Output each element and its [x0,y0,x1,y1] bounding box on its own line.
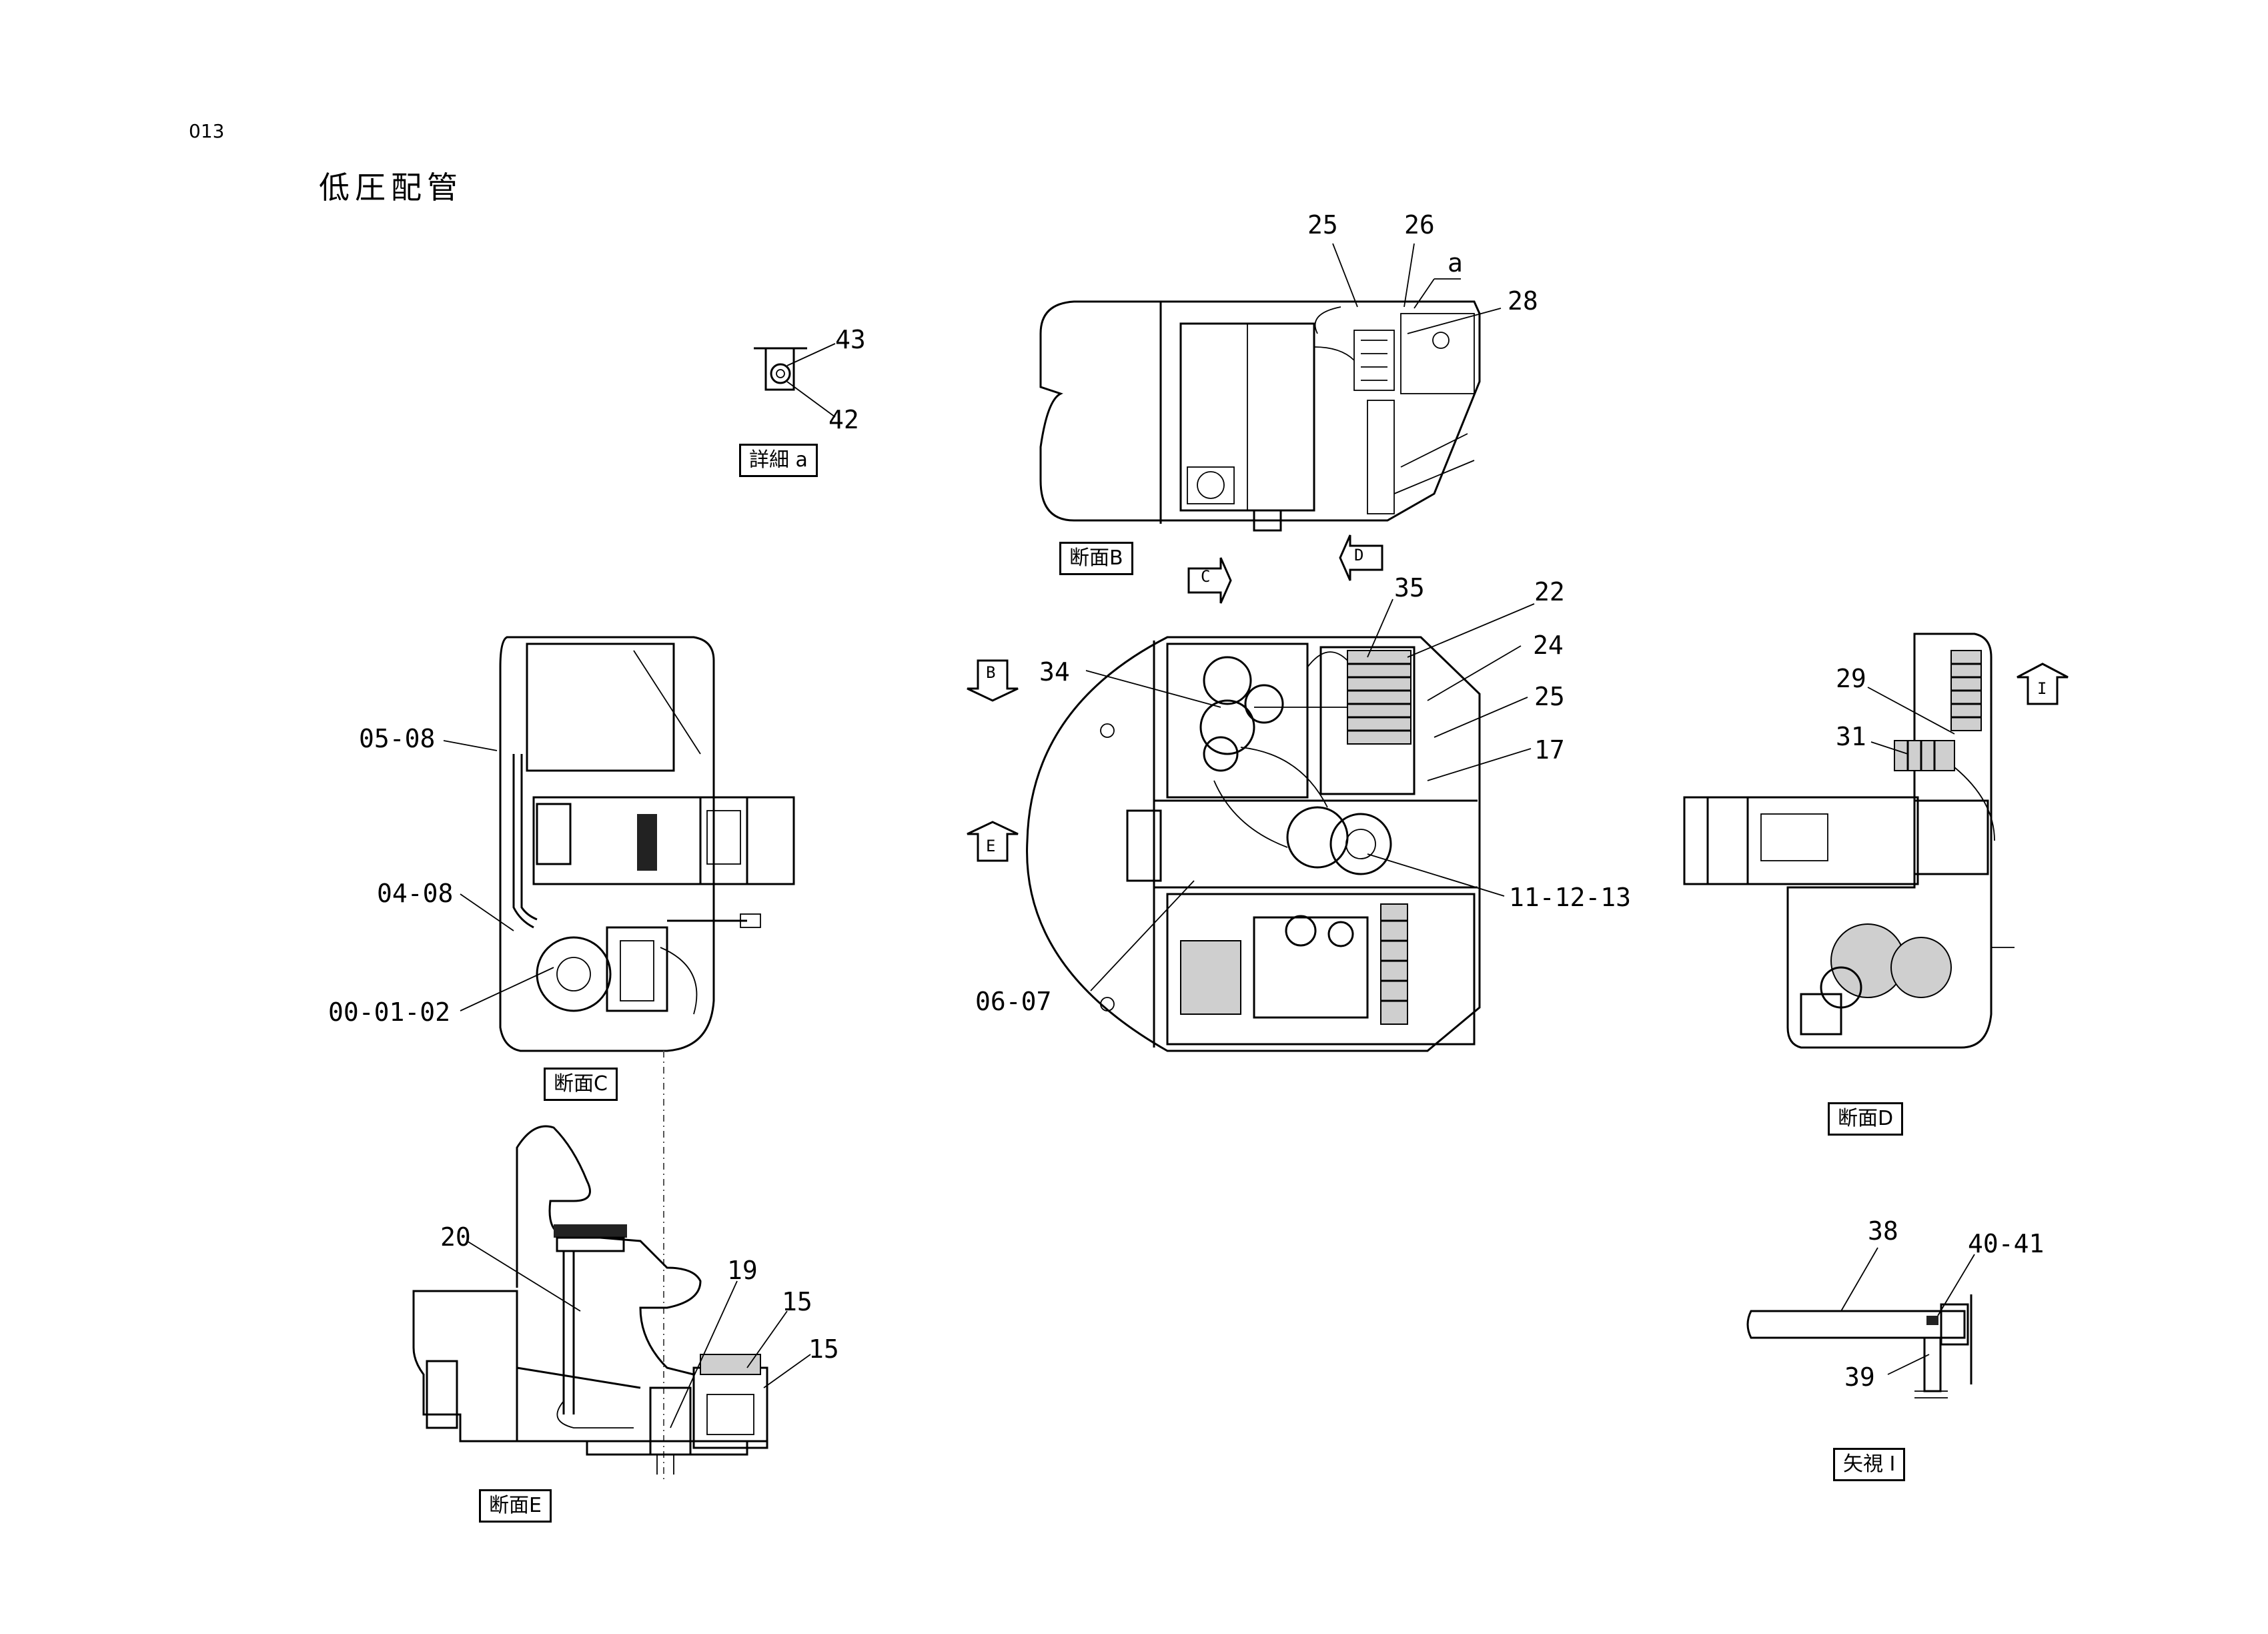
callout-06-07: 06-07 [975,987,1052,1016]
label-section-d: 断面D [1828,1102,1904,1136]
view-i-drawing [1746,1247,1975,1398]
section-d-drawing [1683,633,2015,1049]
view-arrow-c [1187,557,1232,604]
view-arrow-i-letter: I [2037,679,2047,698]
view-arrow-e-letter: E [986,837,996,855]
view-arrow-i [2017,663,2069,705]
detail-a-drawing [754,343,836,418]
section-b-drawing [1039,243,1502,532]
view-arrow-e [967,821,1019,862]
callout-11-12-13: 11-12-13 [1509,883,1632,912]
callout-25: 25 [1534,682,1565,711]
callout-a: a [1448,248,1463,278]
callout-04-08: 04-08 [377,879,454,908]
callout-31: 31 [1836,722,1866,751]
callout-39: 39 [1844,1362,1875,1392]
label-section-b: 断面B [1059,542,1133,575]
callout-42: 42 [828,405,859,434]
callout-20: 20 [440,1222,471,1252]
label-view-i: 矢視 I [1833,1448,1906,1481]
view-arrow-b [967,659,1019,702]
callout-38: 38 [1868,1216,1898,1246]
callout-29: 29 [1836,664,1866,693]
callout-24: 24 [1533,631,1564,660]
callout-35: 35 [1394,573,1425,602]
callout-34: 34 [1039,657,1070,687]
page-title: 低圧配管 [319,169,463,206]
main-plan-drawing [1026,598,1535,1052]
callout-26: 26 [1404,210,1435,240]
label-detail-a: 詳細 a [739,444,818,477]
view-arrow-c-letter: C [1201,567,1211,586]
label-section-e: 断面E [479,1489,552,1523]
callout-28: 28 [1508,286,1538,316]
view-arrow-b-letter: B [986,663,996,682]
callout-15-a: 15 [782,1287,812,1316]
view-arrow-d [1339,534,1383,581]
callout-43: 43 [835,325,866,354]
section-e-drawing [412,1125,811,1475]
callout-15-b: 15 [808,1334,839,1364]
callout-40-41: 40-41 [1968,1229,2045,1258]
callout-05-08: 05-08 [359,724,436,753]
callout-22: 22 [1534,577,1565,606]
page-number: 013 [189,120,225,142]
label-section-c: 断面C [544,1068,618,1101]
callout-00-01-02: 00-01-02 [328,997,451,1027]
view-arrow-d-letter: D [1354,546,1364,564]
callout-19: 19 [727,1256,758,1285]
section-c-drawing [443,636,795,1481]
callout-17: 17 [1534,735,1565,765]
callout-25-b: 25 [1307,210,1338,240]
